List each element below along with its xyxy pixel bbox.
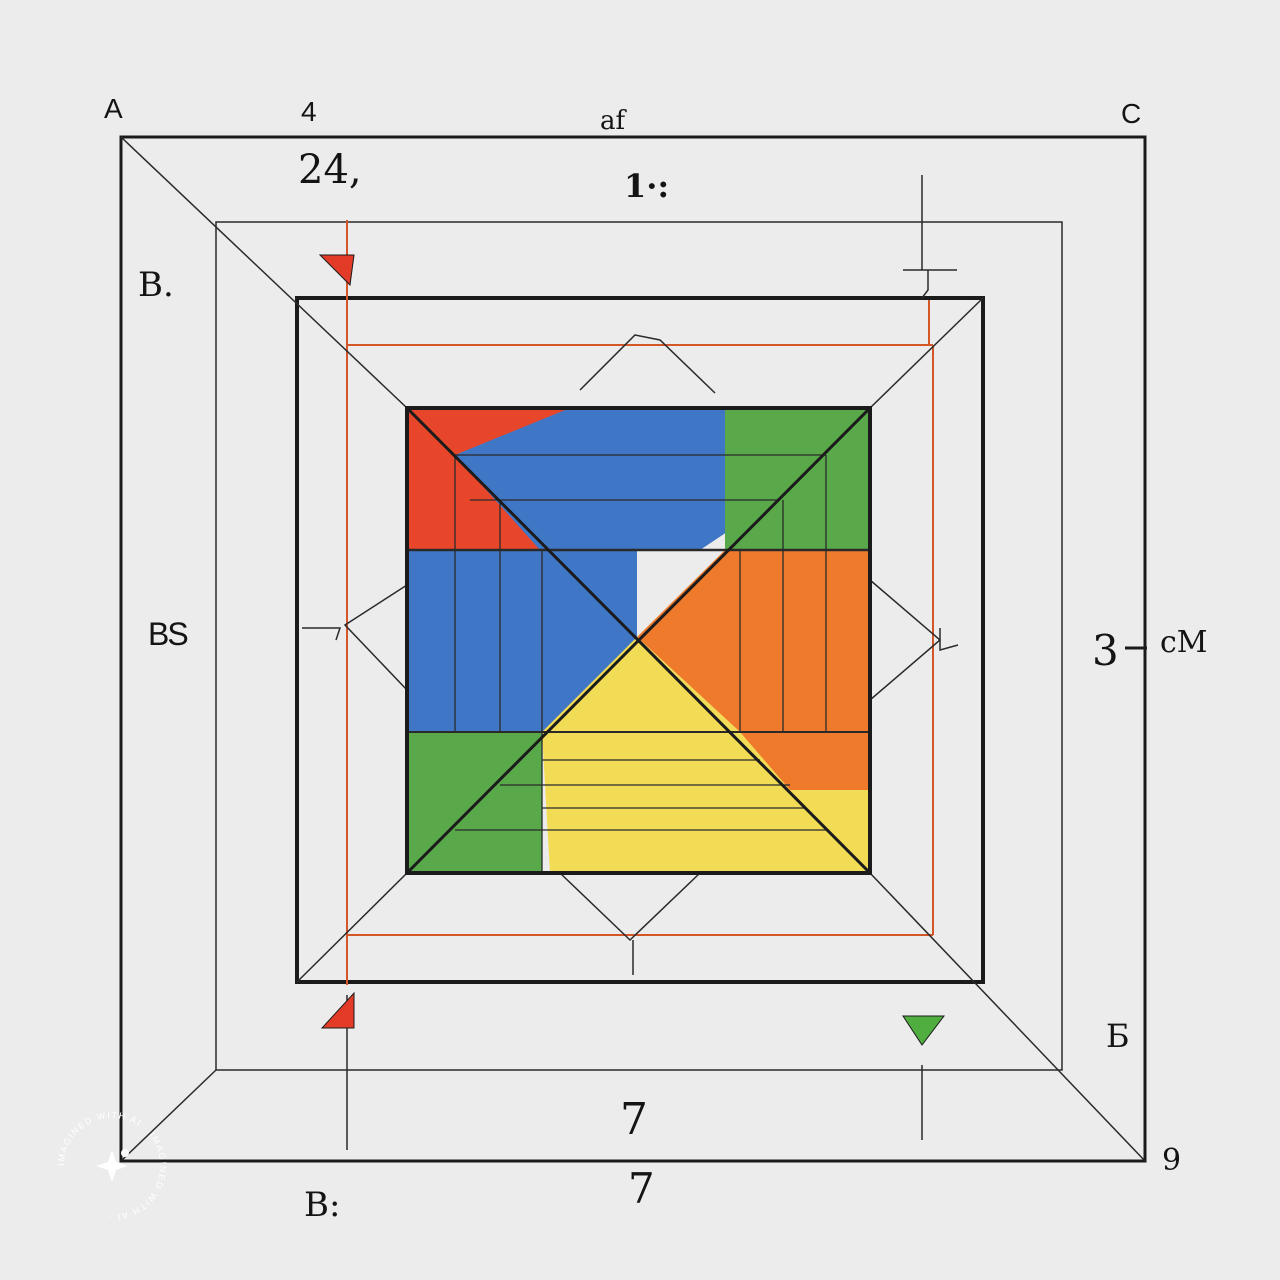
label-bottom-7-outer: 7 (628, 1164, 655, 1213)
label-left-bs: BS (148, 616, 189, 652)
red-marker-bottom (320, 991, 355, 1029)
label-right-3: 3 (1092, 626, 1119, 675)
inner-frame (295, 296, 985, 984)
label-corner-a: A (104, 93, 123, 124)
label-bottom-7-inner: 7 (620, 1094, 648, 1145)
fill-blue-top (455, 408, 775, 550)
colored-square (407, 408, 870, 873)
fill-yellow (542, 637, 870, 873)
orange-guides (346, 220, 934, 985)
mid-frame (215, 221, 1063, 1071)
fill-orange-mid (740, 732, 870, 790)
label-right-b-cyr: Б (1106, 1017, 1130, 1055)
square-diagonals (407, 408, 870, 873)
green-marker (902, 1015, 946, 1046)
label-left-b: B. (138, 265, 174, 305)
colored-square-border (405, 406, 872, 875)
diagonal-lines (120, 136, 1146, 1162)
label-top-4: 4 (301, 96, 317, 127)
label-top-af: af (600, 106, 626, 136)
ai-sparkle-icon: IMAGINED WITH AI · IMAGINED WITH AI · (56, 1110, 167, 1222)
label-right-cm: cM (1160, 625, 1208, 660)
label-bottom-right-9: 9 (1162, 1143, 1182, 1178)
label-corner-c: C (1121, 98, 1142, 129)
label-bottom-b: B: (304, 1185, 341, 1225)
fill-orange-right (637, 550, 870, 732)
label-1-mid: 1·: (624, 167, 670, 205)
red-marker-top (318, 254, 355, 287)
square-grid-lines (407, 454, 870, 873)
label-24: 24, (298, 147, 362, 193)
